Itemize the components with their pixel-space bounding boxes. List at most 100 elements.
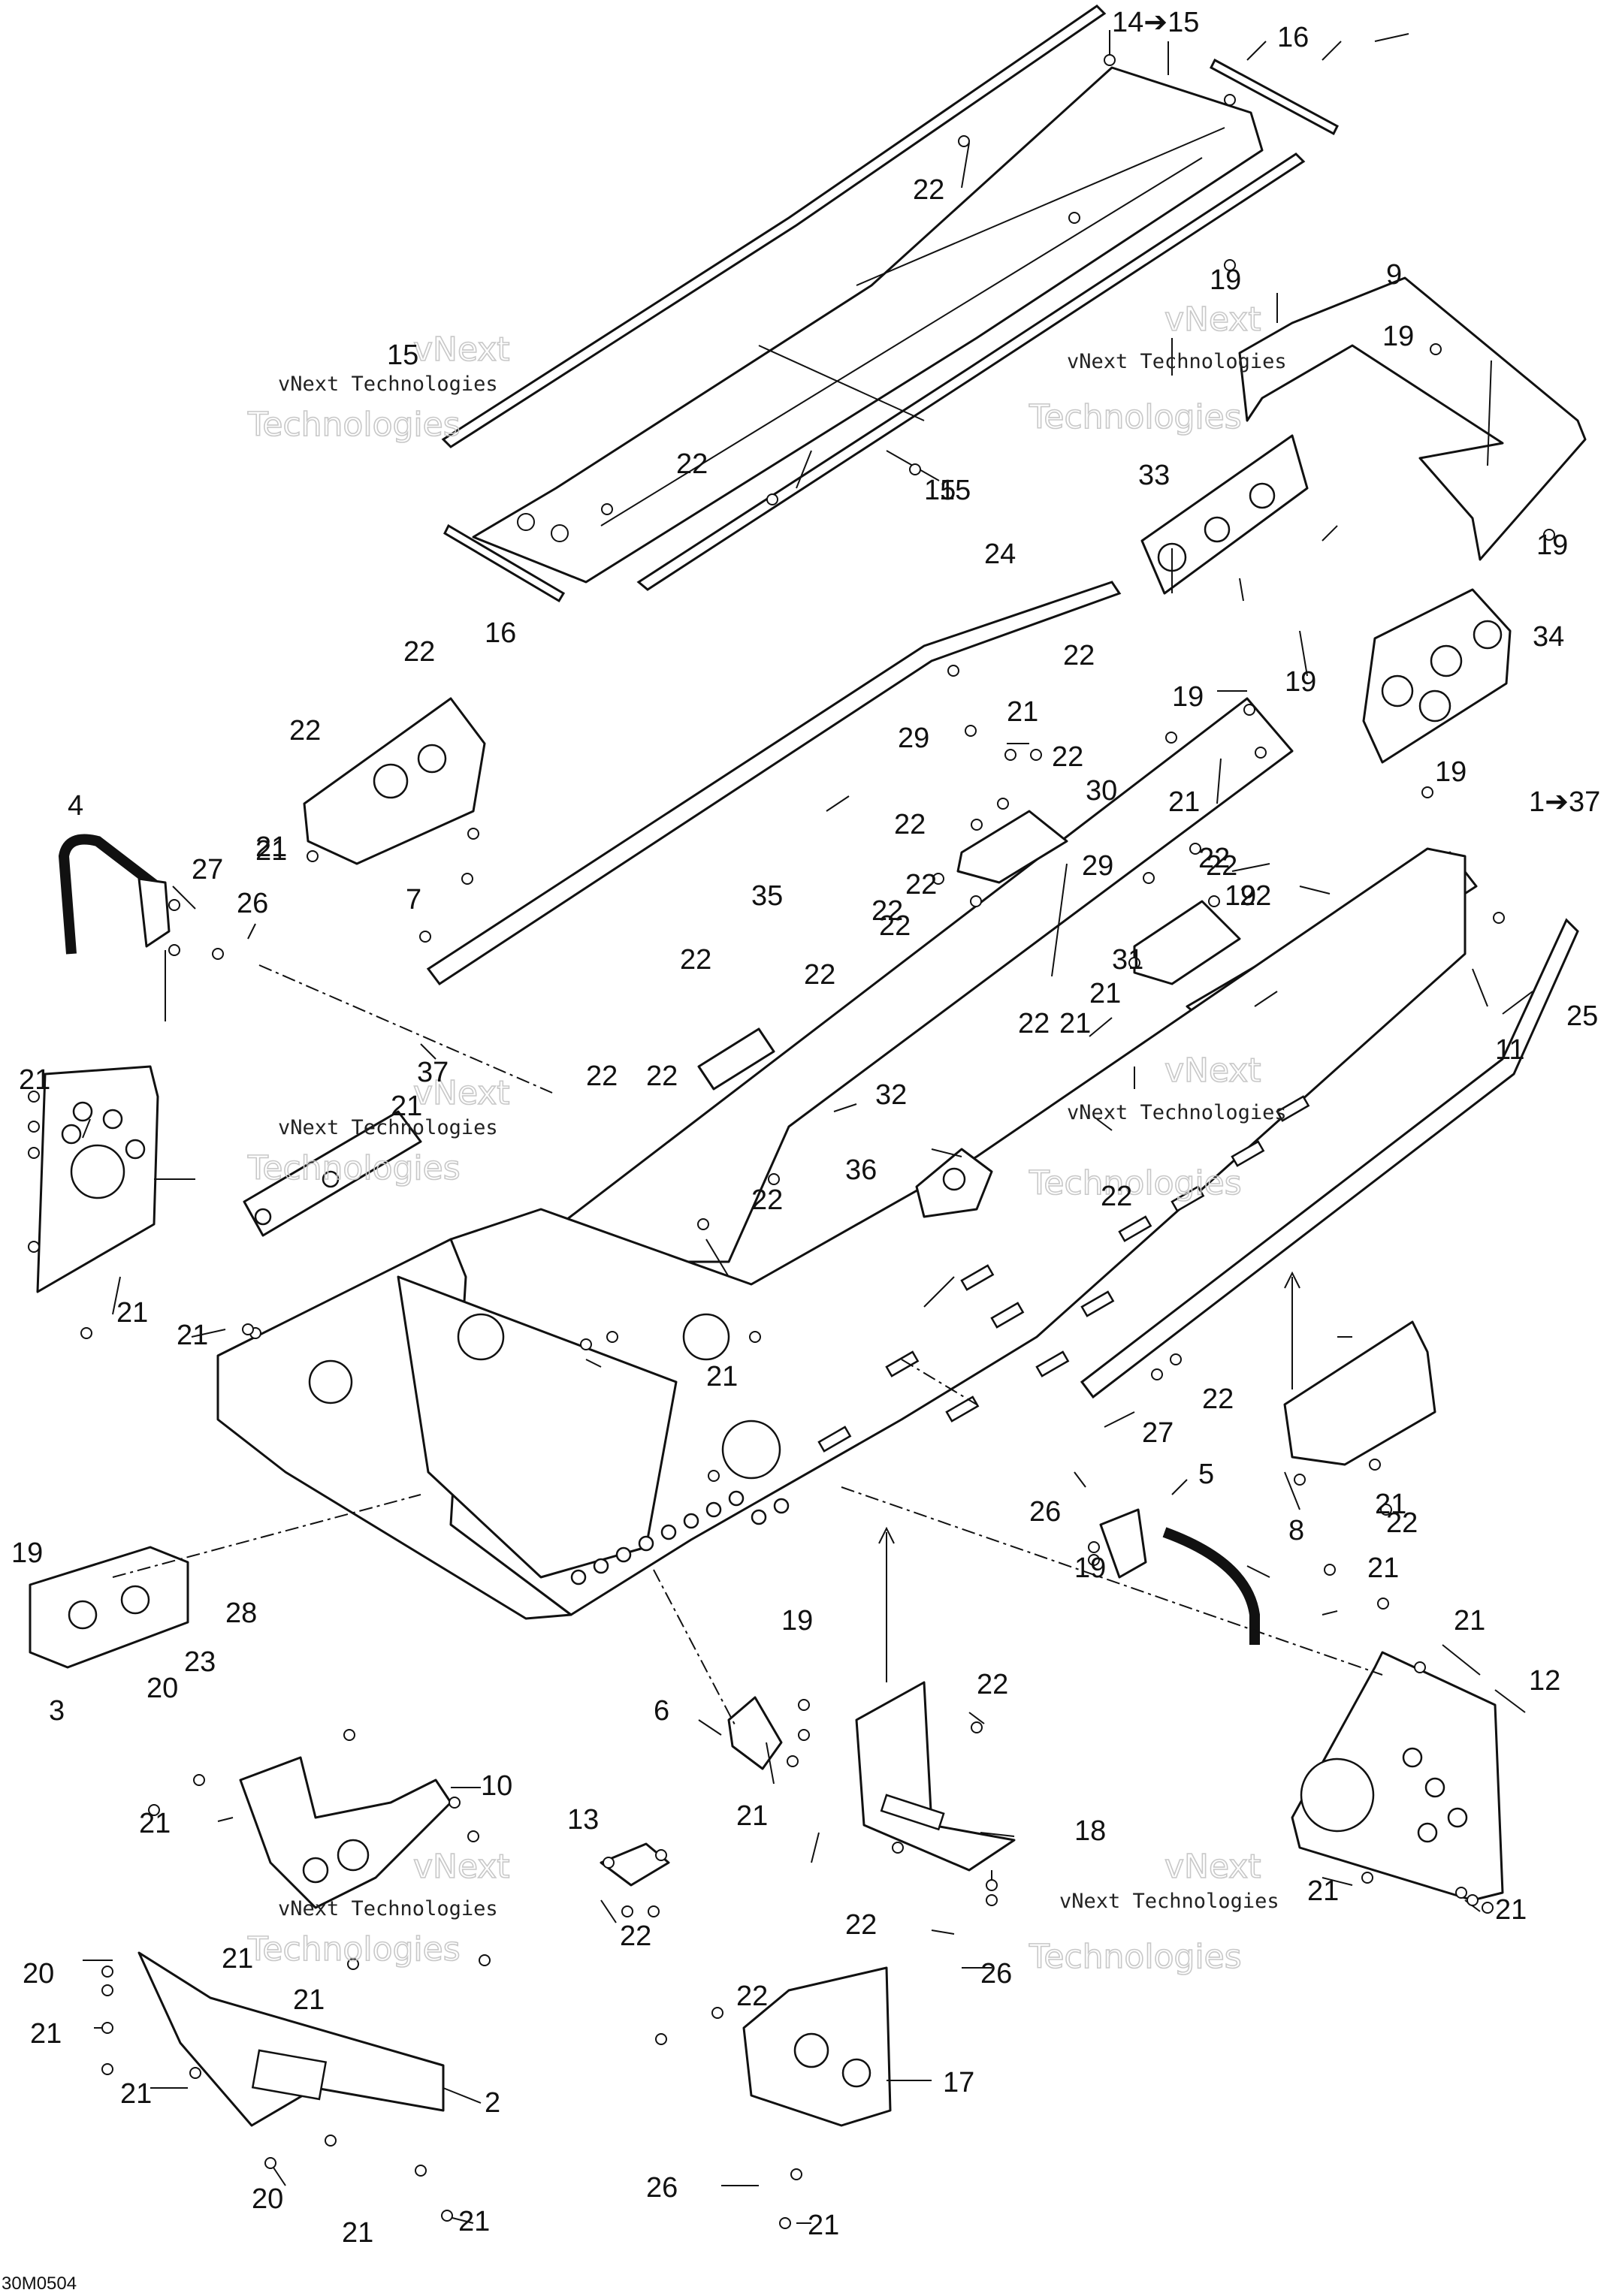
callout-label: 22 [1052,741,1083,773]
callout-label: 32 [875,1079,907,1111]
callout-label: 1➔37 [1529,786,1600,818]
callout-label: 19 [1435,756,1467,788]
bolt-icon [1224,94,1236,106]
bracket-30 [956,810,1068,884]
callout-label: 27 [192,854,223,886]
callout-label: 22 [680,944,711,976]
bracket-10 [239,1756,452,1909]
watermark-line: vNext Technologies [278,1897,498,1920]
callout-label: 21 [19,1064,50,1096]
callout-label: 22 [905,869,937,901]
callout-label: 19 [1285,666,1316,698]
callout-label: 22 [1206,850,1237,882]
callout-label: 2 [485,2087,500,2119]
callout-label: 21 [391,1091,422,1122]
bolt-icon [415,2165,427,2177]
bolt-icon [580,1338,592,1350]
callout-label: 21 [1375,1489,1406,1520]
callout-label: 27 [1142,1417,1174,1449]
callout-label: 20 [147,1673,178,1704]
bolt-icon [971,819,983,831]
watermark-brand: vNext [1164,300,1261,339]
callout-label: 35 [751,880,783,912]
callout-label: 25 [1566,1000,1598,1032]
callout-label: 15 [939,475,971,506]
bolt-icon [148,1804,160,1816]
callout-label: 15 [924,475,956,506]
callout-label: 22 [894,809,926,840]
bolt-icon [621,1905,633,1917]
bolt-icon [1088,1554,1100,1566]
bolt-icon [1088,1541,1100,1553]
bolt-icon [986,1879,998,1891]
watermark-line: vNext Technologies [278,1116,498,1139]
callout-label: 21 [1495,1894,1527,1926]
bolt-icon [1170,1353,1182,1365]
callout-label: 26 [980,1958,1012,1990]
callout-label: 22 [1101,1181,1132,1212]
bolt-icon [909,463,921,475]
watermark-brand: vNext [413,1074,510,1112]
callout-label: 21 [293,1984,325,2016]
bolt-icon [1104,54,1116,66]
bolt-icon [965,725,977,737]
bolt-icon [1543,529,1555,541]
callout-label: 28 [225,1598,257,1629]
bolt-icon [697,1218,709,1230]
callout-label: 20 [23,1958,54,1990]
bolt-icon [1128,957,1140,969]
callout-label: 26 [1029,1496,1061,1528]
callout-label: 12 [1529,1665,1560,1697]
bolt-icon [1030,749,1042,761]
bolt-icon [1369,1459,1381,1471]
watermark-line: vNext Technologies [1059,1890,1279,1913]
bolt-icon [1255,747,1267,759]
callout-label: 21 [1007,696,1038,728]
callout-label: 21 [1454,1605,1485,1637]
watermark-word: Technologies [247,1149,461,1187]
bolt-icon [1143,872,1155,884]
callout-label: 36 [845,1154,877,1186]
bolt-icon [970,895,982,907]
rail-25 [1080,918,1579,1399]
parts-drawing [29,5,1587,2127]
fasteners [28,54,1555,2229]
callout-label: 16 [485,617,516,649]
callout-label: 24 [984,539,1016,570]
bolt-icon [28,1091,40,1103]
callout-label: 30 [1086,775,1117,807]
bolt-icon [1189,843,1201,855]
callout-label: 22 [646,1061,678,1092]
footrest-slots [817,1095,1310,1453]
bolt-icon [711,2007,723,2019]
callout-label: 37 [417,1057,449,1088]
diagram-code: 30M0504 [2,2273,77,2294]
callout-label: 21 [116,1297,148,1329]
bolt-icon [1243,704,1255,716]
bolt-icon [958,135,970,147]
bolt-icon [798,1729,810,1741]
bolt-icon [28,1121,40,1133]
watermark-word: Technologies [247,406,461,444]
bolt-icon [1493,912,1505,924]
callout-label: 21 [1168,786,1200,818]
bolt-icon [1414,1661,1426,1673]
bolt-icon [101,1966,113,1978]
callout-label: 22 [804,959,835,991]
bolt-icon [28,1147,40,1159]
rear-cover [1238,276,1587,561]
bolt-icon [1004,749,1016,761]
bolt-icon [749,1331,761,1343]
bolt-icon [947,665,959,677]
callout-label: 21 [342,2217,373,2249]
bracket-31 [1133,900,1241,985]
callout-label: 22 [845,1909,877,1941]
bolt-icon [101,2022,113,2034]
bolt-icon [606,1331,618,1343]
bolt-icon [1165,732,1177,744]
bolt-icon [80,1327,92,1339]
bolt-icon [768,1173,780,1185]
callout-label: 5 [1198,1459,1214,1490]
bolt-icon [461,873,473,885]
bolt-icon [101,2063,113,2075]
